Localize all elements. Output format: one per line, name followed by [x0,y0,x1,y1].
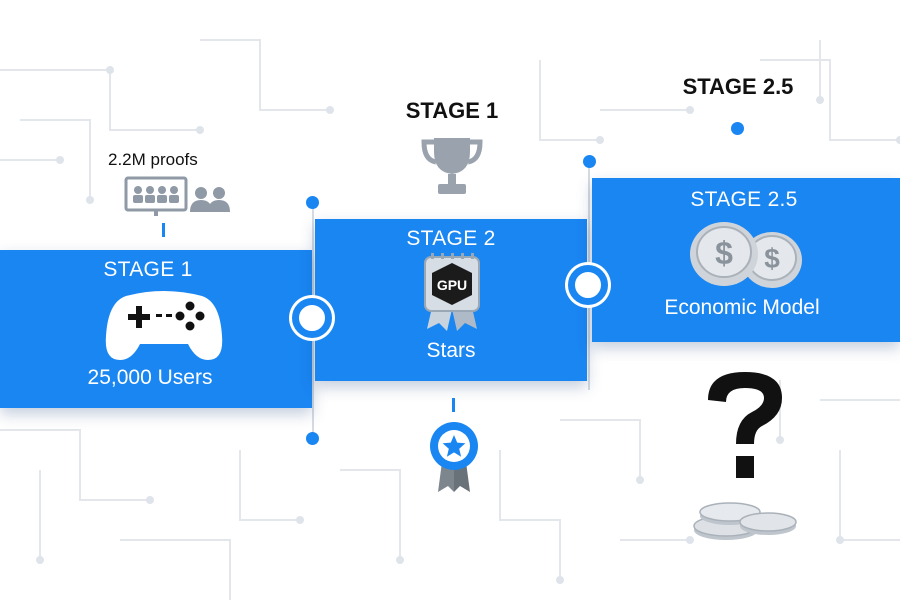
presentation-icon [124,176,188,216]
right-top-stage-label: STAGE 2.5 [682,74,794,99]
coins-icon: $ $ [690,222,802,288]
connector-dot [306,196,319,209]
stage-2-card: STAGE 2 GPU Stars [315,219,587,381]
stage-2-5-card-title: STAGE 2.5 [690,188,798,211]
connector-tick [452,398,455,412]
coin-stack-icon [693,502,797,540]
connector-ring-right [568,265,608,305]
gpu-chip-label: GPU [436,277,468,293]
people-icon [190,187,230,212]
question-mark-icon [708,372,782,478]
connector-tick [162,223,165,237]
middle-top-stage-label: STAGE 1 [405,98,499,123]
stage-1-card-caption: 25,000 Users [87,366,213,389]
proofs-label: 2.2M proofs [108,150,198,169]
connector-ring-left [292,298,332,338]
stage-1-card: STAGE 1 25,000 Users [0,250,312,408]
svg-text:$: $ [764,243,780,274]
star-badge-icon [430,422,478,492]
stage-2-card-title: STAGE 2 [406,227,496,250]
stage-1-card-title: STAGE 1 [103,258,193,281]
gamepad-icon [105,291,223,360]
stage-2-5-card: STAGE 2.5 $ $ Economic Model [592,178,900,342]
trophy-icon [421,138,483,194]
stage-2-5-card-caption: Economic Model [664,296,820,319]
connector-dot [306,432,319,445]
svg-text:$: $ [715,235,733,271]
stage-2-card-caption: Stars [426,339,476,362]
connector-dot [731,122,744,135]
gpu-chip-icon [424,253,480,331]
connector-dot [583,155,596,168]
